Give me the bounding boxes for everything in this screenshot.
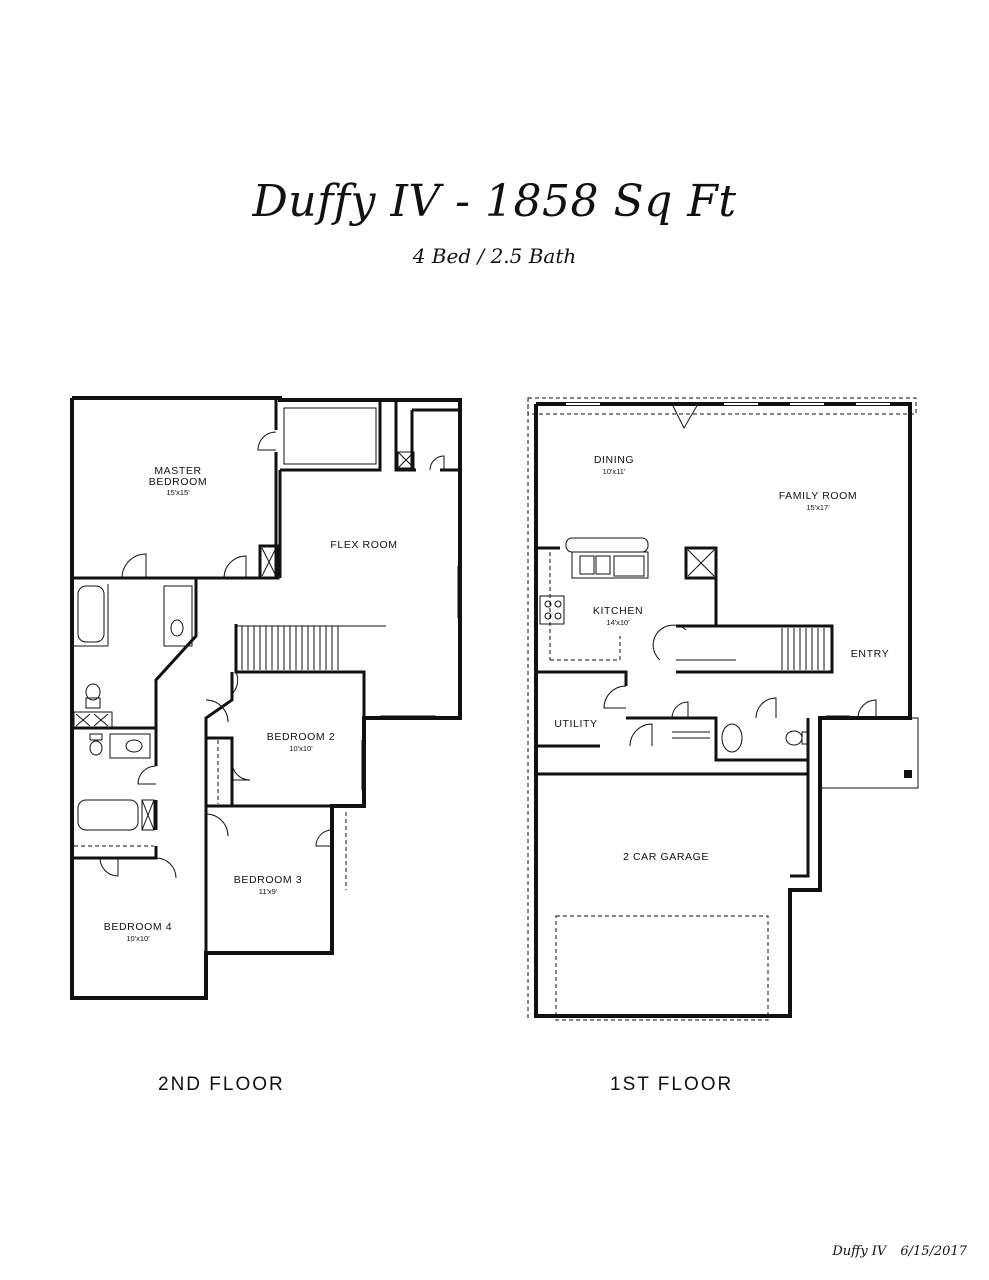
- sink-left: [579, 555, 595, 575]
- master-bedroom-size: 15'x15': [166, 488, 190, 497]
- master-bedroom-label-2: BEDROOM: [149, 476, 207, 488]
- master-closet-shelf: [283, 407, 377, 465]
- first-floor-outer-wall: [534, 402, 912, 1018]
- half-bath-toilet-icon: [785, 730, 803, 746]
- footer-date: 6/15/2017: [900, 1244, 967, 1259]
- flex-closet-box: [258, 544, 280, 580]
- bedroom2-wall: [204, 672, 332, 808]
- master-bedroom-label: MASTER: [154, 465, 201, 477]
- dining-size: 10'x11': [603, 467, 626, 476]
- bedroom4-size: 10'x10': [126, 934, 150, 943]
- hall-linen: [73, 711, 113, 729]
- utility-wall: [536, 670, 628, 686]
- garage-label: 2 CAR GARAGE: [623, 851, 709, 863]
- entry-porch: [820, 717, 919, 789]
- second-floor-label: 2ND FLOOR: [158, 1074, 285, 1095]
- bathtub-hall: [77, 799, 139, 831]
- flex-room-label: FLEX ROOM: [330, 539, 397, 551]
- second-floor-plan: [70, 396, 462, 1000]
- plan-subtitle: 4 Bed / 2.5 Bath: [412, 244, 577, 268]
- bedroom4-label: BEDROOM 4: [104, 921, 172, 933]
- dining-label: DINING: [594, 454, 634, 466]
- utility-label: UTILITY: [554, 718, 597, 730]
- half-bath-sink-icon: [721, 723, 743, 753]
- master-sink-icon: [170, 619, 184, 637]
- footer: Duffy IV 6/15/2017: [818, 1244, 967, 1259]
- porch-post: [904, 770, 912, 778]
- range-stove: [539, 595, 565, 625]
- bedroom2-label: BEDROOM 2: [267, 731, 335, 743]
- hall-toilet-icon: [89, 740, 103, 756]
- linen-box: [397, 451, 415, 469]
- family-room-label: FAMILY ROOM: [779, 490, 858, 502]
- kitchen-size: 14'x10': [606, 618, 630, 627]
- first-floor-label: 1ST FLOOR: [610, 1074, 734, 1095]
- kitchen-label: KITCHEN: [593, 605, 643, 617]
- master-closet-wall: [280, 400, 382, 472]
- second-floor-outer-wall: [70, 396, 462, 1000]
- kitchen-counter: [571, 551, 649, 579]
- hall-sink-icon: [125, 739, 143, 753]
- first-floor-stair-wall: [676, 624, 834, 674]
- family-room-size: 15'x17': [806, 503, 830, 512]
- pantry-box: [684, 546, 718, 580]
- stair-wall: [234, 624, 366, 718]
- garage-wall: [790, 760, 810, 878]
- master-bath-wall: [72, 578, 198, 730]
- dishwasher: [613, 555, 645, 577]
- half-bath-wall: [666, 716, 810, 762]
- stair-treads-upper: [241, 626, 339, 670]
- bedroom2-size: 10'x10': [289, 744, 313, 753]
- kitchen-bar: [565, 537, 649, 553]
- stair-treads-lower: [781, 628, 825, 670]
- first-floor-plan: [527, 397, 919, 1021]
- bedroom3-label: BEDROOM 3: [234, 874, 302, 886]
- master-vanity: [163, 585, 193, 647]
- hall-vanity: [109, 733, 151, 759]
- sink-right: [595, 555, 611, 575]
- plan-title: Duffy IV - 1858 Sq Ft: [252, 176, 737, 227]
- bedroom3-size: 11'x9': [259, 887, 278, 896]
- entry-label: ENTRY: [851, 648, 889, 660]
- garage-door: [555, 915, 769, 1021]
- footer-plan-name: Duffy IV: [832, 1244, 887, 1259]
- bathtub-master: [77, 585, 105, 643]
- master-toilet-icon: [85, 683, 101, 701]
- linen-wall: [394, 400, 416, 472]
